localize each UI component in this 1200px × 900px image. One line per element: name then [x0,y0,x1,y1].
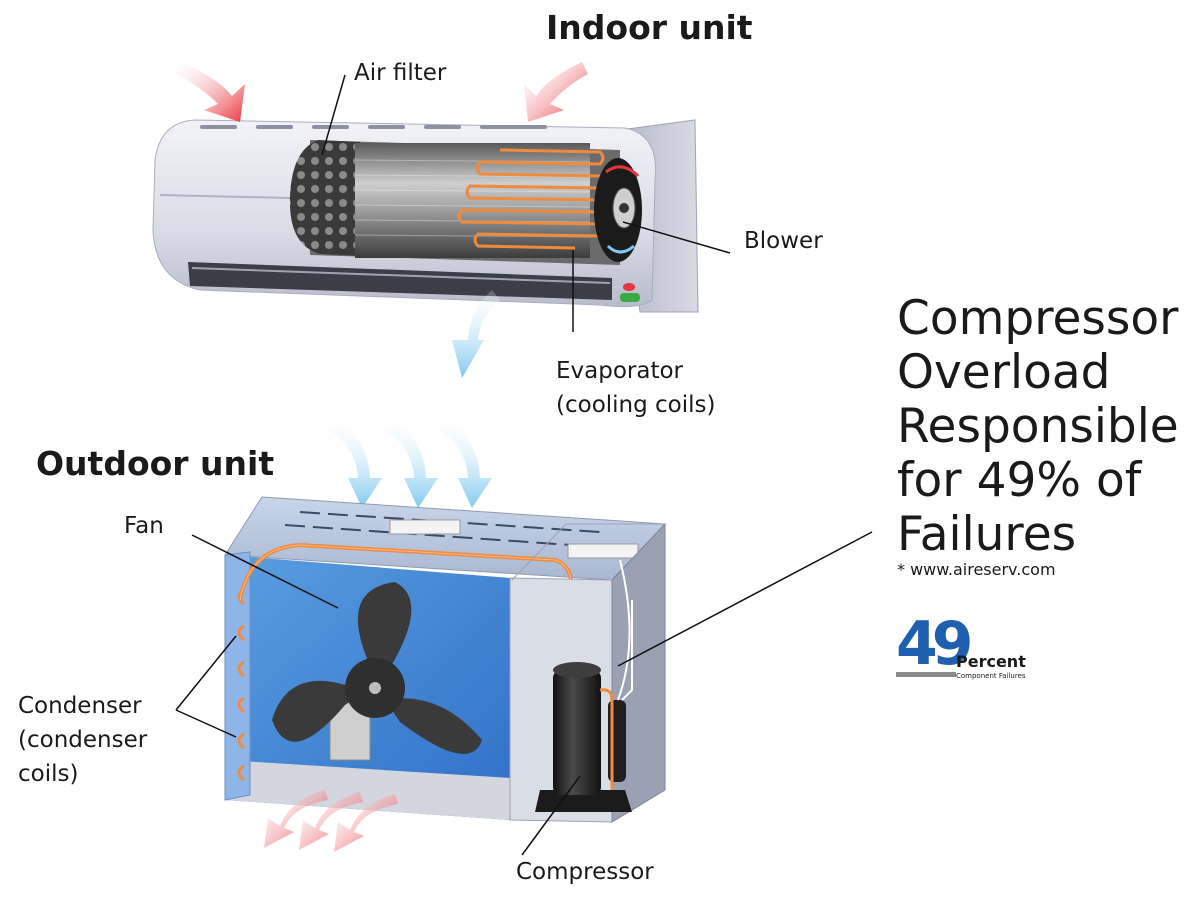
fan-leader [191,534,339,609]
red-indicator-light [623,283,635,291]
condenser-coil-strip [224,551,251,801]
condenser-label: Condenser (condenser coils) [18,689,147,791]
evaporator-label-line-2: (cooling coils) [556,392,716,418]
warm-air-exhaust-arrow-1 [264,790,328,848]
headline-line-3: Responsible [897,399,1179,454]
indoor-cutaway [289,140,642,265]
logo-tagline: Component Failures [956,672,1026,680]
condenser-label-line-1: Condenser [18,693,142,719]
source-note: * www.aireserv.com [897,560,1056,579]
fan-label: Fan [124,513,164,539]
headline-line-5: Failures [897,507,1077,562]
49-percent-logo: 49 Percent Component Failures [896,609,1026,680]
cool-air-intake-arrow-1 [328,420,382,508]
warm-air-exhaust-arrow-2 [299,792,363,850]
logo-number: 49 [896,609,970,679]
evaporator-label-line-1: Evaporator [556,358,684,384]
air-filter-mesh [289,140,362,256]
condenser-label-line-2: (condenser [18,727,148,753]
indoor-unit-title: Indoor unit [546,8,753,47]
condenser-leader-upper [175,635,237,711]
blower-label: Blower [744,228,823,254]
compressor-leader [521,775,581,856]
compressor-failure-headline: Compressor Overload Responsible for 49% … [897,292,1197,562]
blower-leader [622,221,731,254]
compressor-label: Compressor [516,859,654,885]
cool-air-intake-arrow-2 [384,420,438,508]
indoor-unit [152,62,731,378]
air-filter-label: Air filter [354,60,447,86]
condenser-leader-lower [175,709,237,738]
cool-air-arrow-indoor [452,290,500,378]
headline-line-1: Compressor [897,291,1179,346]
cool-air-intake-arrow-3 [438,420,492,508]
air-filter-leader [321,74,346,156]
outdoor-unit [175,420,873,856]
top-bracket-2 [567,543,639,559]
top-bracket-1 [389,519,461,535]
warm-air-arrow-right [524,62,588,122]
green-indicator-light [620,293,640,302]
headline-line-2: Overload [897,345,1111,400]
evaporator-label: Evaporator (cooling coils) [556,354,715,422]
warm-air-exhaust-arrow-3 [334,794,398,852]
logo-word: Percent [956,652,1026,671]
warm-air-arrow-left [176,62,245,122]
headline-pointer-line [617,531,873,667]
fan-blades [272,582,482,761]
compressor [535,559,633,812]
condenser-label-line-3: coils) [18,761,79,787]
headline-line-4: for 49% of [897,453,1142,508]
outdoor-unit-title: Outdoor unit [36,444,275,483]
